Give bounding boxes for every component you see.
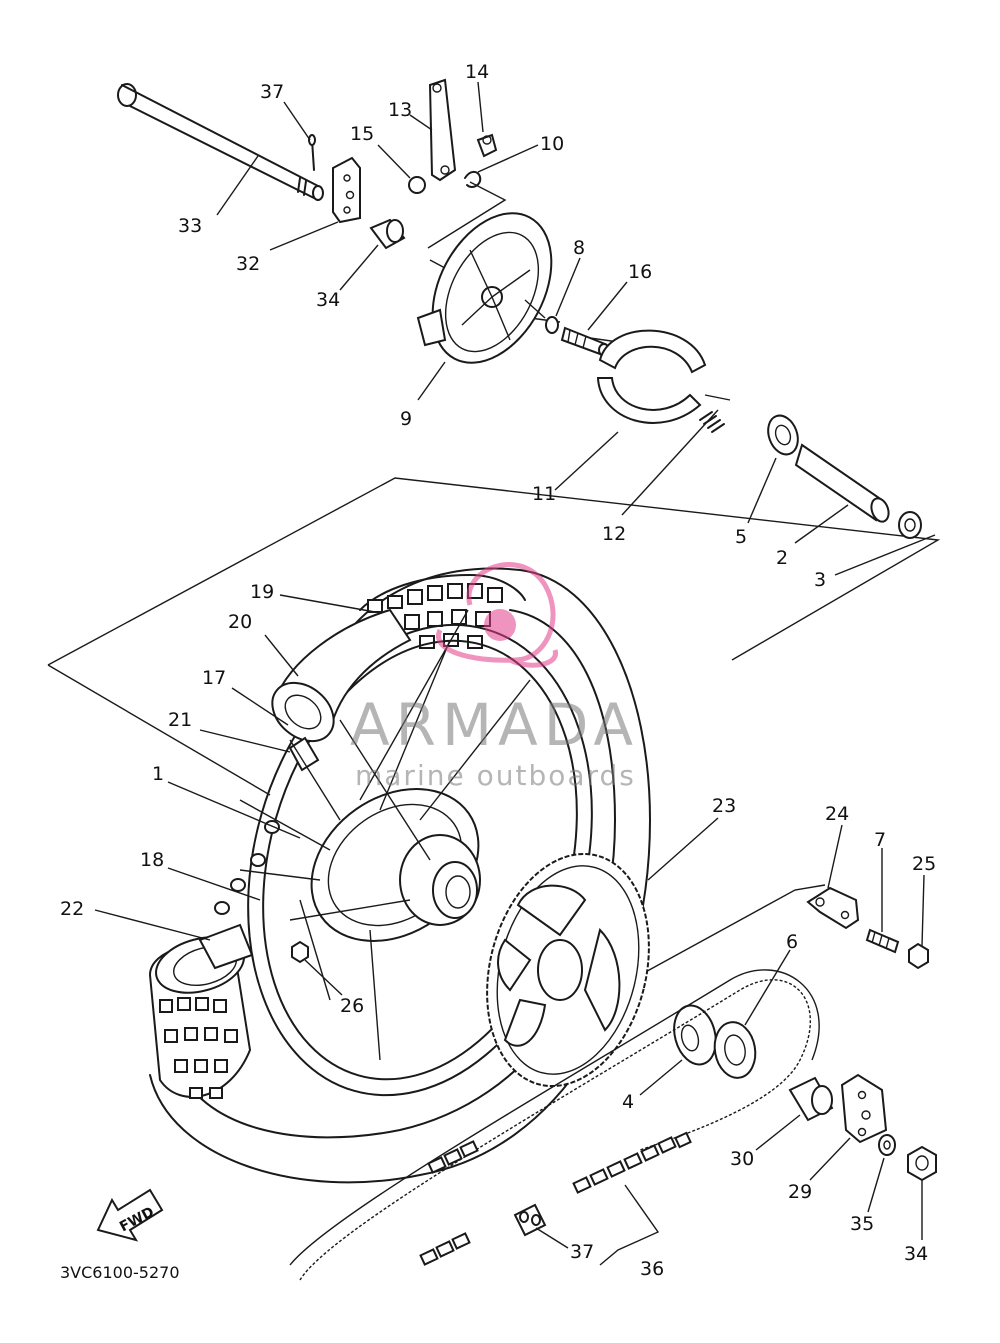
callout-26: 26 xyxy=(340,995,364,1017)
callout-20: 20 xyxy=(228,611,252,633)
callout-34: 35 xyxy=(850,1213,874,1235)
callout-8: 8 xyxy=(573,237,585,259)
callout-22: 22 xyxy=(60,898,84,920)
callout-37: 37 xyxy=(570,1241,594,1263)
tread-blocks-bottom xyxy=(159,997,238,1099)
callout-12: 12 xyxy=(602,523,626,545)
axle-part xyxy=(117,83,324,201)
chain-links-a xyxy=(427,1140,479,1174)
callout-14: 14 xyxy=(465,61,489,83)
oil-seal-part xyxy=(545,316,559,334)
bearing-spacer-parts xyxy=(767,414,922,539)
callout-4: 4 xyxy=(622,1091,634,1113)
callout-31: 30 xyxy=(730,1148,754,1170)
callout-32: 33 xyxy=(178,215,202,237)
camshaft-part xyxy=(560,326,610,357)
watermark-tagline: marine outboards xyxy=(355,759,636,792)
brake-panel-part xyxy=(416,212,553,364)
callout-3: 3 xyxy=(814,569,826,591)
chain-links-b xyxy=(572,1131,692,1194)
callout-2: 2 xyxy=(776,547,788,569)
callout-25: 25 xyxy=(912,853,936,875)
chain-links-c xyxy=(419,1232,471,1266)
callout-11: 11 xyxy=(532,483,556,505)
callout-labels: 33 37 32 34 15 13 14 10 8 16 9 11 12 5 2… xyxy=(60,61,936,1280)
diagram-code: 3VC6100-5270 xyxy=(60,1263,180,1282)
callout-35: 37 xyxy=(260,81,284,103)
callout-7: 7 xyxy=(874,829,886,851)
callout-1: 1 xyxy=(152,763,164,785)
callout-13: 13 xyxy=(388,99,412,121)
callout-10: 10 xyxy=(540,133,564,155)
sprocket-part xyxy=(486,852,650,1088)
callout-16: 16 xyxy=(628,261,652,283)
spokes xyxy=(239,609,531,1061)
wheel-assembly xyxy=(148,567,651,1184)
callout-24: 24 xyxy=(825,803,849,825)
callout-36: 36 xyxy=(640,1258,664,1280)
callout-15: 15 xyxy=(350,123,374,145)
brake-shoe-part xyxy=(596,329,731,433)
callout-21: 21 xyxy=(168,709,192,731)
forward-arrow-icon: FWD xyxy=(96,1188,164,1242)
callout-30: 34 xyxy=(316,289,340,311)
watermark-brand: ARMADA xyxy=(350,691,639,759)
callout-19: 19 xyxy=(250,581,274,603)
callout-28: 29 xyxy=(788,1181,812,1203)
right-side-parts xyxy=(673,886,937,1182)
drive-chain-part xyxy=(289,969,820,1281)
callout-5: 5 xyxy=(735,526,747,548)
callout-29: 32 xyxy=(236,253,260,275)
brake-arm-part xyxy=(408,78,498,194)
adjuster-plate-left xyxy=(332,156,361,224)
callout-33: 34 xyxy=(904,1243,928,1265)
callout-18: 18 xyxy=(140,849,164,871)
collar-part xyxy=(369,218,406,250)
callout-6: 6 xyxy=(786,931,798,953)
callout-23: 23 xyxy=(712,795,736,817)
callout-17: 17 xyxy=(202,667,226,689)
spoke-nipples xyxy=(214,820,280,915)
callout-9: 9 xyxy=(400,408,412,430)
leader-lines xyxy=(94,81,936,1266)
watermark-logo: ARMADA marine outboards xyxy=(350,562,639,792)
